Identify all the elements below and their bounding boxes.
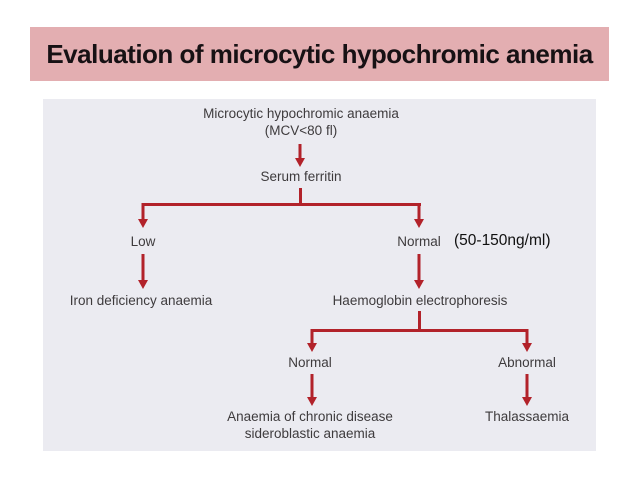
arrow-down-icon bbox=[294, 144, 306, 167]
arrow-head bbox=[295, 158, 305, 167]
arrow-down-icon bbox=[137, 203, 149, 228]
arrow-down-icon bbox=[521, 329, 533, 352]
arrow-shaft bbox=[310, 374, 314, 399]
node-hb-electrophoresis: Haemoglobin electrophoresis bbox=[332, 293, 508, 308]
node-root-line1: Microcytic hypochromic anaemia bbox=[203, 106, 399, 121]
connector-line bbox=[418, 311, 421, 331]
ferritin-range-note: (50-150ng/ml) bbox=[454, 232, 551, 249]
node-serum-ferritin: Serum ferritin bbox=[260, 169, 342, 184]
connector-line bbox=[299, 188, 302, 205]
node-electrophoresis-normal: Normal bbox=[288, 355, 332, 370]
node-root-line2: (MCV<80 fl) bbox=[264, 123, 338, 138]
arrow-head bbox=[414, 219, 424, 228]
arrow-shaft bbox=[525, 329, 529, 345]
arrow-head bbox=[522, 397, 532, 406]
arrow-shaft bbox=[141, 203, 145, 221]
slide-title-bar: Evaluation of microcytic hypochromic ane… bbox=[30, 27, 609, 81]
connector-line bbox=[142, 203, 421, 206]
arrow-shaft bbox=[417, 254, 421, 282]
arrow-shaft bbox=[525, 374, 529, 399]
node-thalassaemia: Thalassaemia bbox=[484, 409, 570, 424]
arrow-head bbox=[522, 343, 532, 352]
arrow-shaft bbox=[310, 329, 314, 345]
arrow-down-icon bbox=[306, 374, 318, 406]
arrow-down-icon bbox=[137, 254, 149, 289]
node-ferritin-normal: Normal bbox=[397, 234, 441, 249]
node-electrophoresis-abnormal: Abnormal bbox=[498, 355, 556, 370]
node-root: Microcytic hypochromic anaemia (MCV<80 f… bbox=[176, 105, 426, 139]
arrow-shaft bbox=[298, 144, 302, 160]
arrow-down-icon bbox=[306, 329, 318, 352]
arrow-shaft bbox=[141, 254, 145, 282]
arrow-down-icon bbox=[413, 203, 425, 228]
arrow-down-icon bbox=[413, 254, 425, 289]
arrow-head bbox=[138, 219, 148, 228]
node-iron-deficiency: Iron deficiency anaemia bbox=[69, 293, 213, 308]
arrow-head bbox=[138, 280, 148, 289]
arrow-head bbox=[414, 280, 424, 289]
arrow-head bbox=[307, 397, 317, 406]
arrow-down-icon bbox=[521, 374, 533, 406]
arrow-shaft bbox=[417, 203, 421, 221]
flowchart-panel: Microcytic hypochromic anaemia (MCV<80 f… bbox=[43, 99, 596, 451]
node-chronic-line2: sideroblastic anaemia bbox=[244, 426, 376, 441]
slide-title: Evaluation of microcytic hypochromic ane… bbox=[46, 38, 593, 69]
node-ferritin-low: Low bbox=[130, 234, 156, 249]
connector-line bbox=[311, 329, 528, 332]
arrow-head bbox=[307, 343, 317, 352]
node-chronic-disease: Anaemia of chronic disease sideroblastic… bbox=[210, 408, 410, 442]
node-chronic-line1: Anaemia of chronic disease bbox=[227, 409, 393, 424]
